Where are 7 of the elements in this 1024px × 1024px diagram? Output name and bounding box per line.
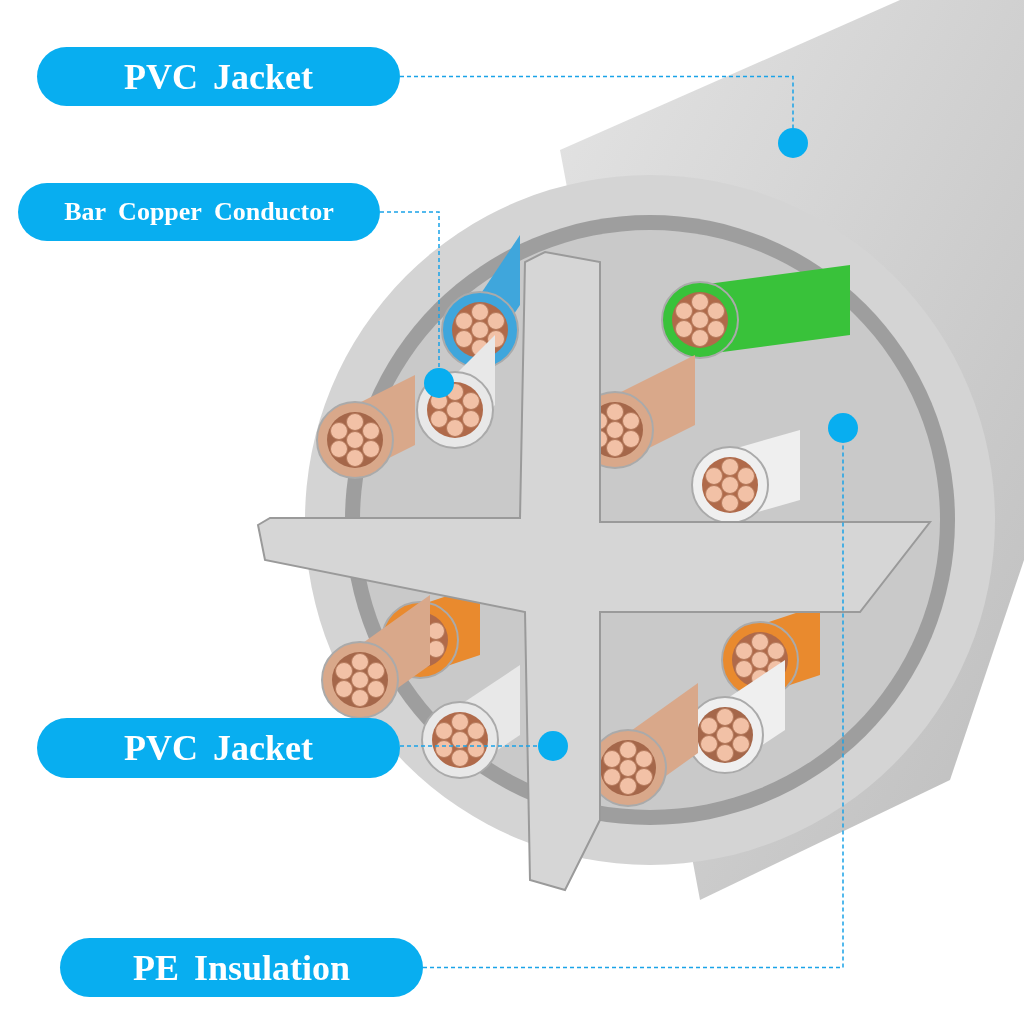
- leader-line: [399, 745, 539, 747]
- leader-line: [379, 211, 440, 369]
- callout-label: PE Insulation: [60, 938, 423, 997]
- callout-label: PVC Jacket: [37, 718, 400, 778]
- leader-line: [399, 75, 794, 129]
- callout-label: PVC Jacket: [37, 47, 400, 106]
- callout-label: Bar Copper Conductor: [18, 183, 380, 241]
